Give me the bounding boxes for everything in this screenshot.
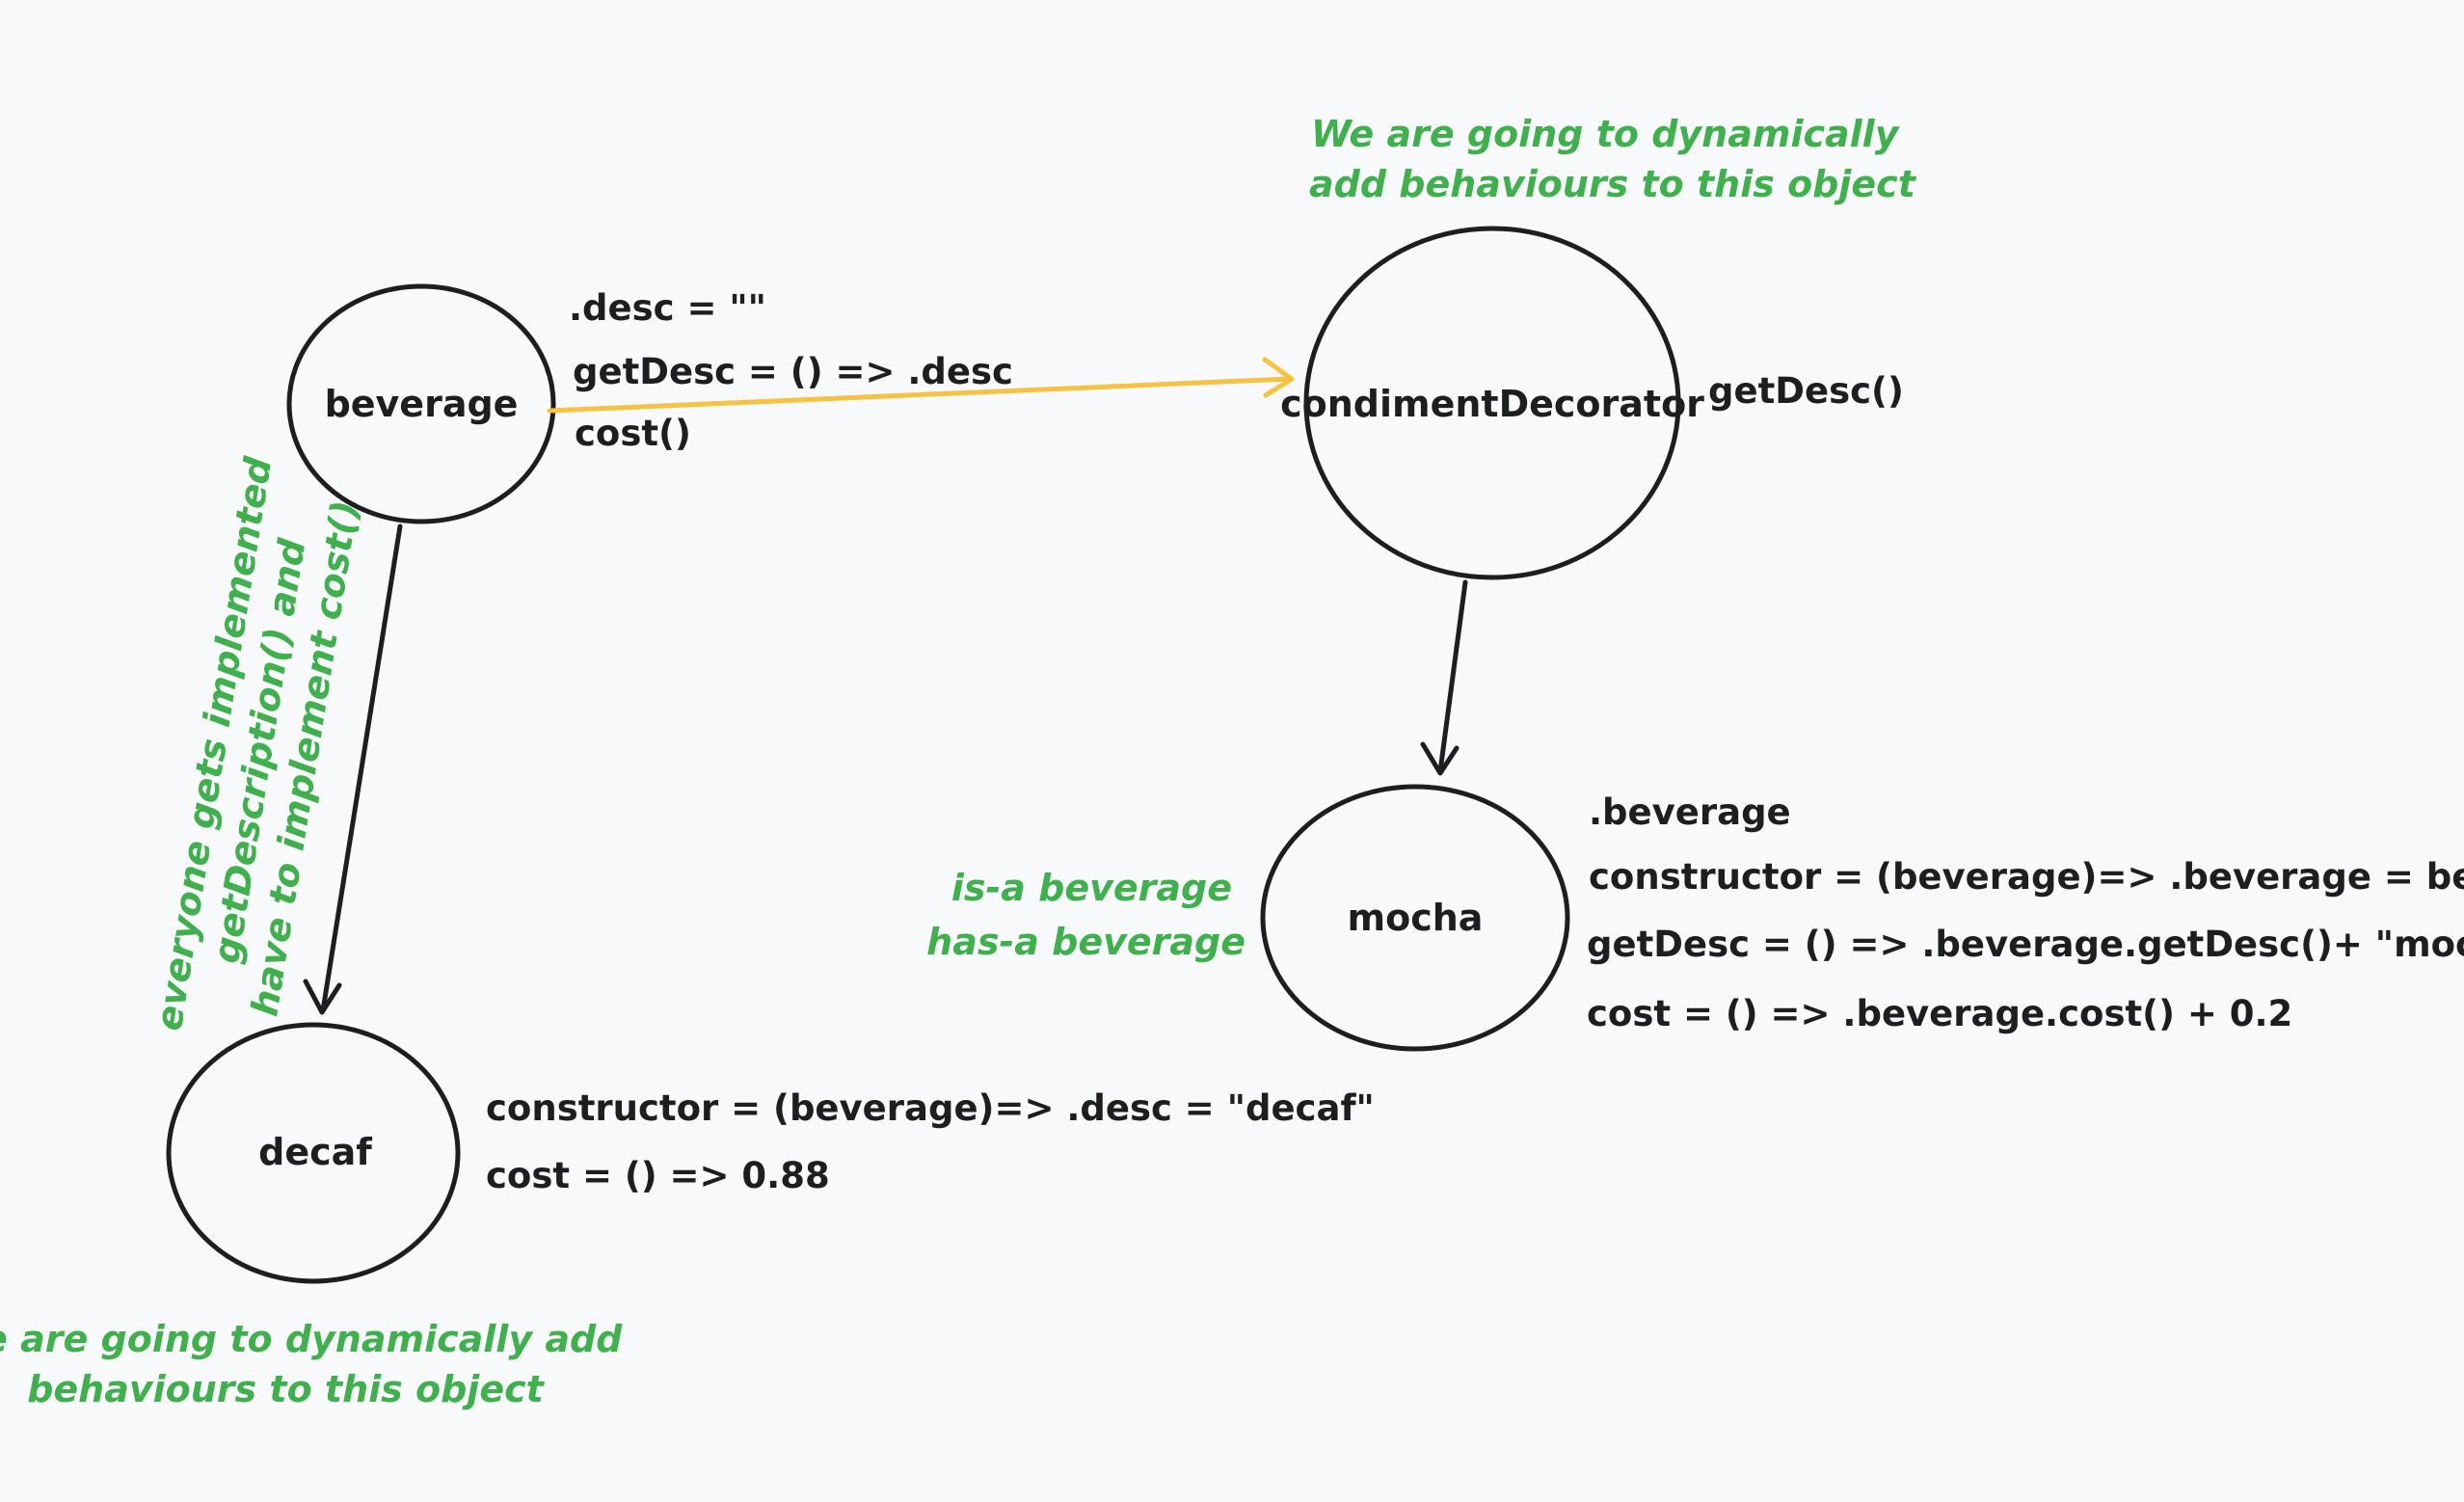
mocha-cost-method: cost = () => .beverage.cost() + 0.2 (1587, 993, 2292, 1034)
decaf-cost-method: cost = () => 0.88 (486, 1155, 830, 1196)
decorator-to-mocha-arrow[interactable] (1437, 579, 1468, 774)
mocha-constructor: constructor = (beverage)=> .beverage = b… (1589, 856, 2464, 898)
beverage-to-decorator-arrow[interactable] (547, 376, 1293, 414)
beverage-getdesc-method: getDesc = () => .desc (573, 351, 1013, 392)
bottom-note-line1: We are going to dynamically add (0, 1318, 623, 1360)
mocha-beverage-field: .beverage (1589, 791, 1791, 833)
mocha-node[interactable] (1260, 784, 1570, 1052)
decaf-node[interactable] (166, 1022, 461, 1284)
top-note-line2: add behaviours to this object (1309, 163, 1917, 205)
mocha-side-note: is-a beverage has-a beverage (926, 867, 1245, 963)
beverage-node[interactable] (286, 283, 556, 524)
condiment-decorator-label: condimentDecorator (1280, 383, 1704, 425)
decaf-members: constructor = (beverage)=> .desc = "deca… (486, 1087, 1375, 1196)
beverage-to-decaf-arrow[interactable] (320, 523, 403, 1013)
mocha-side-note-line2: has-a beverage (926, 921, 1245, 963)
mocha-getdesc-method: getDesc = () => .beverage.getDesc()+ "mo… (1587, 924, 2464, 965)
mocha-members: .beverage constructor = (beverage)=> .be… (1587, 791, 2464, 1034)
bottom-note: We are going to dynamically add behaviou… (0, 1318, 623, 1410)
decaf-label: decaf (258, 1131, 372, 1173)
beverage-members: .desc = "" getDesc = () => .desc cost() (569, 287, 1013, 454)
bottom-note-line2: behaviours to this object (27, 1368, 545, 1410)
decaf-constructor: constructor = (beverage)=> .desc = "deca… (486, 1087, 1375, 1129)
rotated-note: everyone gets implemented getDescription… (147, 453, 367, 1033)
condiment-decorator-node[interactable] (1303, 226, 1681, 580)
mocha-label: mocha (1348, 897, 1484, 939)
beverage-to-decaf-arrowhead (303, 979, 342, 1015)
top-note-line1: We are going to dynamically (1311, 113, 1901, 155)
decorator-getdesc-method: getDesc() (1708, 370, 1904, 412)
beverage-cost-method: cost() (575, 413, 691, 454)
decorator-to-mocha-arrowhead (1420, 741, 1460, 776)
beverage-desc-field: .desc = "" (569, 287, 766, 329)
top-note: We are going to dynamically add behaviou… (1309, 113, 1917, 205)
beverage-to-decorator-arrowhead (1262, 357, 1295, 398)
mocha-side-note-line1: is-a beverage (951, 867, 1232, 909)
beverage-label: beverage (325, 383, 519, 425)
